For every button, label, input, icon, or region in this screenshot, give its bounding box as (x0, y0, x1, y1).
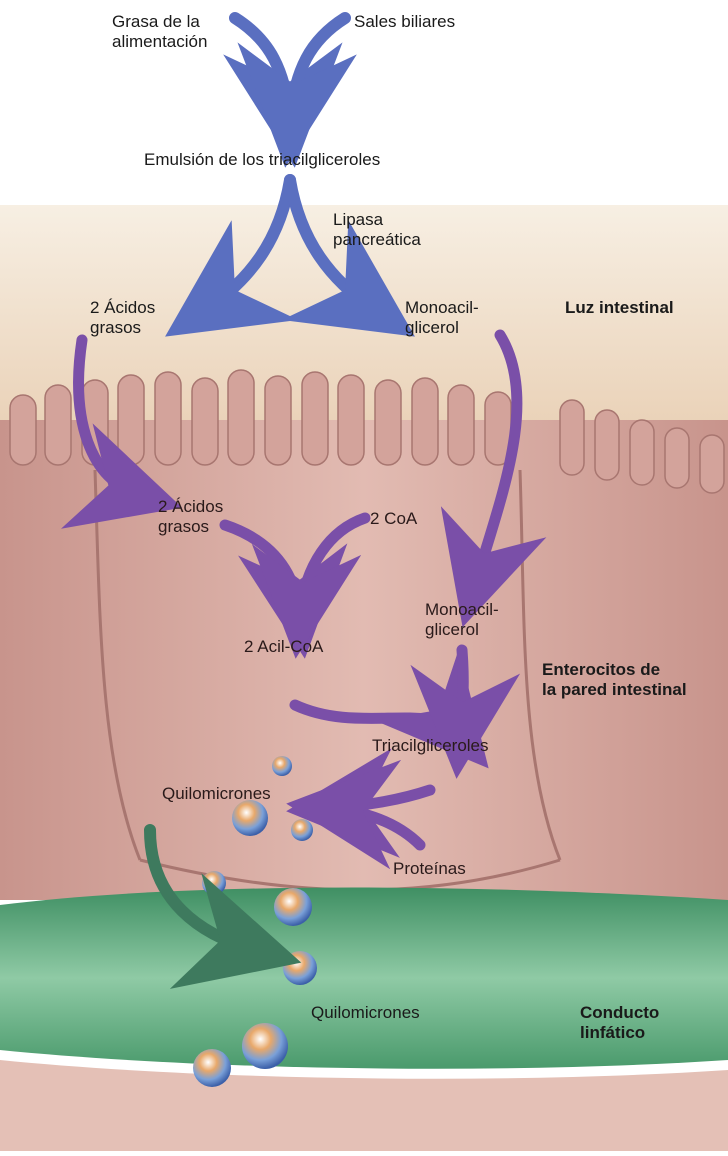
label-emulsion: Emulsión de los triacilgliceroles (144, 150, 380, 170)
label-triacylglycerols: Triacilgliceroles (372, 736, 489, 756)
label-chylomicrons-lymph: Quilomicrones (311, 1003, 420, 1023)
label-lipase: Lipasa pancreática (333, 210, 421, 250)
label-dietary-fat: Grasa de la alimentación (112, 12, 207, 52)
label-enterocytes: Enterocitos de la pared intestinal (542, 660, 687, 700)
enterocyte-layer (0, 370, 728, 900)
label-monoacylglycerol-cell: Monoacil- glicerol (425, 600, 499, 640)
label-acyl-coa: 2 Acil-CoA (244, 637, 323, 657)
arrow-bile-to-emulsion (290, 18, 345, 120)
label-monoacylglycerol-lumen: Monoacil- glicerol (405, 298, 479, 338)
label-coa: 2 CoA (370, 509, 417, 529)
label-bile-salts: Sales biliares (354, 12, 455, 32)
arrow-fat-to-emulsion (235, 18, 290, 120)
arrow-monoacylglycerol-to-triacylglycerols (460, 650, 463, 735)
label-lymph-duct: Conducto linfático (580, 1003, 659, 1043)
label-fatty-acids-cell: 2 Ácidos grasos (158, 497, 223, 537)
label-fatty-acids-lumen: 2 Ácidos grasos (90, 298, 155, 338)
label-proteins: Proteínas (393, 859, 466, 879)
label-chylomicrons-cell: Quilomicrones (162, 784, 271, 804)
label-intestinal-lumen: Luz intestinal (565, 298, 674, 318)
